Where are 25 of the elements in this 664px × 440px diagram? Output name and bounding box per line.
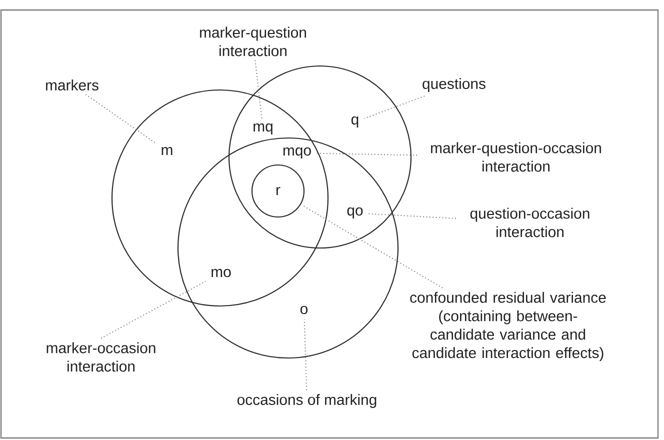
leader-line <box>85 94 156 144</box>
region-label: mq <box>254 123 272 135</box>
callout-label: markers <box>46 80 98 90</box>
region-label: m <box>162 146 172 156</box>
callout-label: confounded residual variance (containing between- candidate variance and candidate interaction effects) <box>410 292 606 362</box>
leader-line <box>304 318 308 391</box>
leader-line <box>254 60 262 119</box>
callout-label: marker-occasion interaction <box>46 342 156 372</box>
callout-label: marker-question-occasion interaction <box>431 142 601 172</box>
region-label: mo <box>212 268 231 278</box>
callout-label: questions <box>422 78 486 92</box>
leader-line <box>100 280 206 339</box>
callout-label: occasions of marking <box>237 394 376 408</box>
leader-line <box>368 213 456 219</box>
region-label: mqo <box>283 147 311 159</box>
region-label: q <box>351 116 358 128</box>
venn-circle <box>177 137 399 359</box>
callout-label: marker-question interaction <box>200 26 306 56</box>
venn-circle <box>111 89 329 307</box>
callout-label: question-occasion interaction <box>470 208 590 238</box>
venn-circle <box>228 65 412 249</box>
region-label: o <box>300 306 308 314</box>
leader-line <box>302 205 444 288</box>
region-label: qo <box>347 207 363 219</box>
leader-line <box>364 95 426 120</box>
